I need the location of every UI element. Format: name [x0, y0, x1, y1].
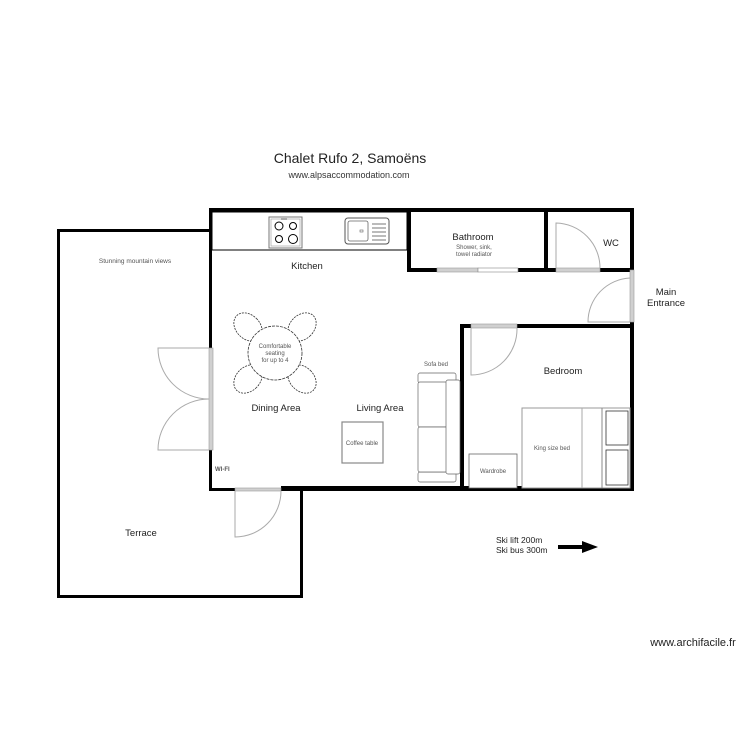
stove-icon — [268, 216, 303, 249]
plan-title: Chalet Rufo 2, Samoëns — [274, 150, 427, 166]
bathroom-label: Bathroom — [452, 232, 493, 243]
terrace-label: Terrace — [125, 528, 157, 539]
coffee-table-label: Coffee table — [346, 441, 379, 447]
bedroom-door[interactable] — [470, 323, 518, 376]
main-walls — [209, 208, 634, 491]
main-entrance-label-2: Entrance — [647, 298, 685, 309]
ski-lift-note: Ski lift 200m — [496, 535, 542, 545]
main-entrance-door[interactable] — [587, 269, 635, 323]
kitchen-counter — [211, 211, 408, 251]
mountain-views-note: Stunning mountain views — [99, 258, 172, 265]
wc-door[interactable] — [555, 222, 601, 273]
bathroom-note-1: Shower, sink, — [456, 245, 492, 251]
main-entrance-label-1: Main — [656, 287, 677, 298]
wardrobe — [468, 453, 518, 489]
table-note-1: Comfortable — [259, 344, 292, 350]
wifi-label: WI-FI — [215, 467, 230, 473]
ski-bus-note: Ski bus 300m — [496, 545, 548, 555]
living-area-label: Living Area — [356, 403, 404, 414]
king-bed-label: King size bed — [534, 446, 570, 452]
sofa-bed-label: Sofa bed — [424, 362, 448, 368]
sink-icon — [344, 217, 390, 245]
table-note-3: for up to 4 — [261, 358, 289, 364]
terrace-door[interactable] — [234, 487, 282, 538]
dining-table — [233, 312, 317, 394]
wc-label: WC — [603, 238, 619, 249]
wardrobe-label: Wardrobe — [480, 469, 507, 475]
table-note-2: seating — [265, 351, 284, 357]
terrace — [57, 229, 303, 598]
terrace-french-doors[interactable] — [157, 347, 214, 451]
website-link: www.alpsaccommodation.com — [287, 170, 409, 180]
arrow-right-icon — [558, 541, 598, 553]
dining-area-label: Dining Area — [251, 403, 301, 414]
king-size-bed — [521, 407, 631, 489]
bedroom-label: Bedroom — [544, 366, 583, 377]
sofa-bed — [417, 372, 461, 483]
bathroom-note-2: towel radiator — [456, 252, 492, 258]
bathroom-sliding-door[interactable] — [436, 267, 519, 273]
kitchen-label: Kitchen — [291, 261, 323, 272]
archifacile-credit: www.archifacile.fr — [649, 637, 736, 649]
coffee-table — [341, 421, 384, 464]
